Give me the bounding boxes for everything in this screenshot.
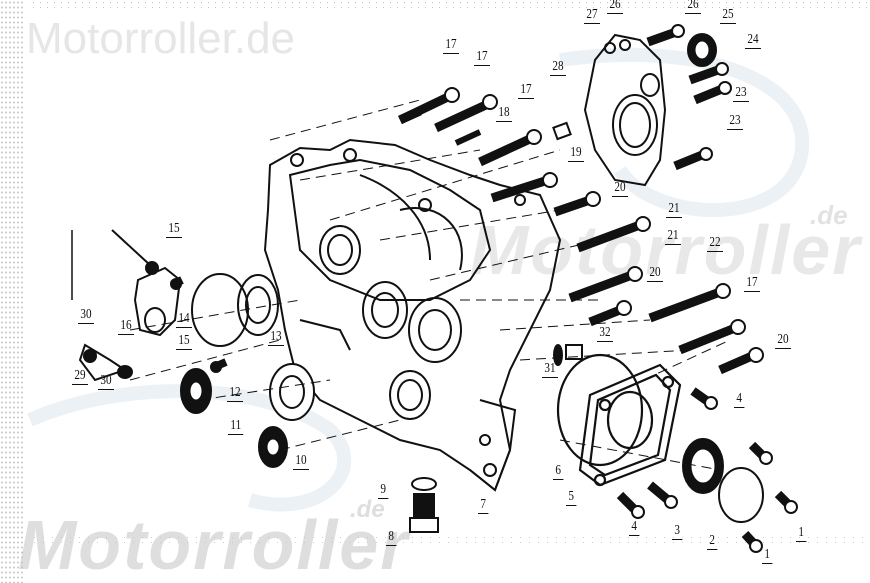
bolt bbox=[673, 147, 713, 171]
part-number-label: 26 bbox=[607, 0, 623, 14]
part-number-label: 30 bbox=[98, 374, 114, 390]
bolt bbox=[646, 24, 685, 47]
bolt bbox=[588, 300, 632, 327]
part-number-label: 16 bbox=[118, 319, 134, 335]
assembly-axis-lines bbox=[129, 99, 731, 471]
part-number-label: 29 bbox=[72, 369, 88, 385]
part-number-label: 1 bbox=[762, 548, 773, 564]
bolt bbox=[576, 216, 651, 253]
part-number-label: 23 bbox=[733, 86, 749, 102]
bolt bbox=[688, 62, 729, 85]
bolt bbox=[568, 266, 643, 303]
part-number-label: 1 bbox=[796, 526, 807, 542]
part-number-label: 18 bbox=[496, 106, 512, 122]
part-number-label: 23 bbox=[727, 114, 743, 130]
sensor-bracket bbox=[71, 229, 182, 382]
part-number-label: 30 bbox=[78, 308, 94, 324]
part-number-label: 21 bbox=[666, 202, 682, 218]
bolt bbox=[398, 87, 460, 125]
bolt bbox=[210, 358, 228, 373]
part-number-label: 5 bbox=[566, 490, 577, 506]
part-number-label: 26 bbox=[685, 0, 701, 14]
part-number-label: 32 bbox=[597, 326, 613, 342]
part-number-label: 7 bbox=[478, 498, 489, 514]
part-number-label: 24 bbox=[745, 33, 761, 49]
part-number-label: 20 bbox=[647, 266, 663, 282]
bolt bbox=[478, 129, 542, 167]
bolt bbox=[741, 530, 763, 553]
part-number-label: 11 bbox=[228, 419, 244, 435]
bolt bbox=[774, 490, 798, 514]
bolt bbox=[648, 283, 731, 323]
cover-plate-bottom bbox=[556, 353, 682, 487]
part-number-label: 13 bbox=[268, 330, 284, 346]
scan-noise-bottom bbox=[30, 535, 870, 545]
nut bbox=[552, 121, 572, 141]
bolt bbox=[693, 81, 732, 105]
scan-noise-top bbox=[30, 0, 870, 12]
part-number-label: 17 bbox=[474, 50, 490, 66]
bolt bbox=[553, 191, 601, 217]
bolt bbox=[718, 347, 764, 375]
bolts bbox=[170, 24, 798, 553]
bolt bbox=[170, 276, 184, 290]
part-number-label: 9 bbox=[378, 483, 389, 499]
part-number-label: 20 bbox=[612, 181, 628, 197]
bolt bbox=[434, 94, 498, 133]
part-number-label: 20 bbox=[775, 333, 791, 349]
watermark-scooter-logo bbox=[27, 47, 810, 512]
part-number-label: 17 bbox=[443, 38, 459, 54]
part-number-label: 3 bbox=[672, 524, 683, 540]
bolt bbox=[616, 491, 645, 519]
washer-31-32 bbox=[553, 344, 583, 366]
scan-noise-left bbox=[0, 0, 24, 583]
part-number-label: 19 bbox=[568, 146, 584, 162]
part-number-label: 15 bbox=[166, 222, 182, 238]
drain-plug bbox=[409, 477, 439, 533]
bolt bbox=[748, 441, 773, 465]
part-number-label: 6 bbox=[553, 464, 564, 480]
part-number-label: 4 bbox=[734, 392, 745, 408]
cover-plate-top bbox=[583, 33, 667, 187]
crankcase-half bbox=[263, 138, 562, 492]
part-number-label: 14 bbox=[176, 312, 192, 328]
part-number-label: 17 bbox=[518, 83, 534, 99]
part-number-label: 25 bbox=[720, 8, 736, 24]
bolt bbox=[678, 319, 746, 355]
part-number-label: 22 bbox=[707, 236, 723, 252]
part-number-label: 27 bbox=[584, 8, 600, 24]
bolt bbox=[647, 481, 678, 509]
bearings bbox=[180, 33, 764, 523]
part-number-label: 12 bbox=[227, 386, 243, 402]
part-number-label: 17 bbox=[744, 276, 760, 292]
part-number-label: 28 bbox=[550, 60, 566, 76]
part-number-label: 10 bbox=[293, 454, 309, 470]
stud bbox=[454, 129, 482, 146]
part-number-label: 15 bbox=[176, 334, 192, 350]
part-number-label: 8 bbox=[386, 530, 397, 546]
part-number-label: 2 bbox=[707, 534, 718, 550]
bolt bbox=[490, 172, 558, 203]
part-number-label: 31 bbox=[542, 362, 558, 378]
bolt bbox=[690, 387, 718, 410]
part-number-label: 4 bbox=[629, 520, 640, 536]
part-number-label: 21 bbox=[665, 229, 681, 245]
